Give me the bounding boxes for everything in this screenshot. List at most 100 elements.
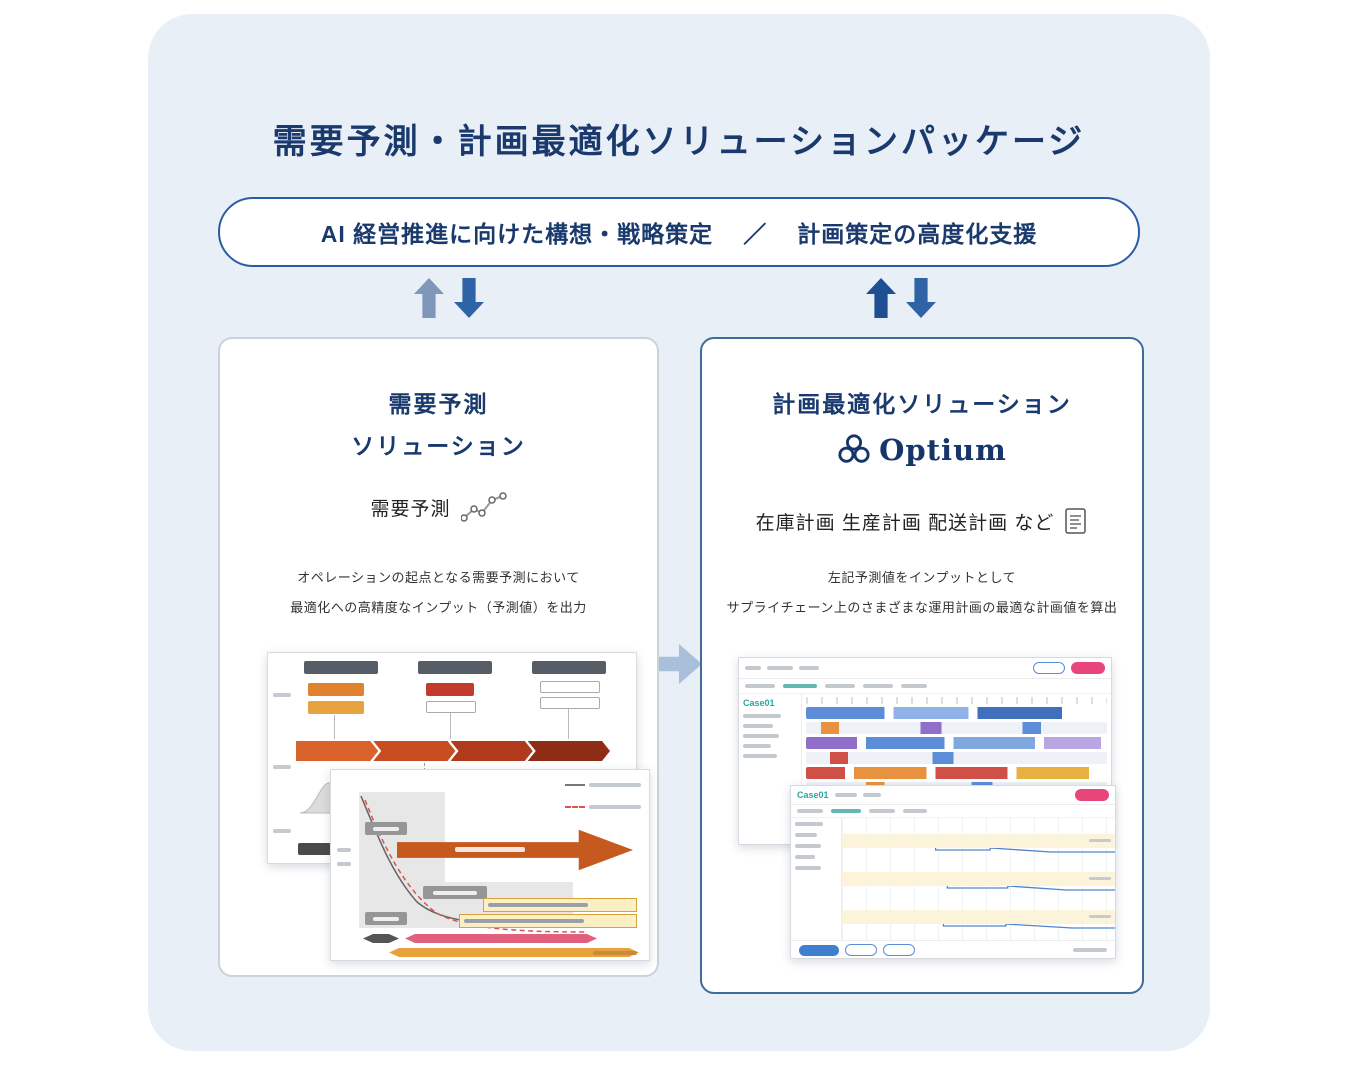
mock-text-bar xyxy=(273,829,291,833)
mock-decline-curves xyxy=(360,795,588,933)
mock-band xyxy=(842,872,1115,886)
mock-optimize-button xyxy=(1075,789,1109,801)
mock-text-bar xyxy=(834,793,857,797)
demand-desc-line1: オペレーションの起点となる需要予測において xyxy=(297,570,580,585)
mock-gantt-row xyxy=(806,752,1107,764)
mock-arrow-segment xyxy=(373,741,455,761)
optimization-desc-line1: 左記予測値をインプットとして xyxy=(827,570,1017,585)
mock-text-bar xyxy=(593,951,637,955)
mock-gantt-row xyxy=(806,707,1107,719)
mock-text-bar xyxy=(767,666,793,670)
banner-text-left: AI 経営推進に向けた構想・戦略策定 xyxy=(320,221,714,247)
page-title: 需要予測・計画最適化ソリューションパッケージ xyxy=(272,123,1086,161)
optimization-desc-line2: サプライチェーン上のさまざまな運用計画の最適な計画値を算出 xyxy=(726,600,1118,615)
updown-arrows-right xyxy=(866,278,936,318)
mock-highlight-bar xyxy=(459,914,637,928)
mock-text-bar xyxy=(373,916,399,921)
mock-text-bar xyxy=(831,809,861,813)
case-label: Case01 xyxy=(797,790,829,800)
mock-text-bar xyxy=(795,822,823,826)
mock-tab-bar xyxy=(739,679,1111,694)
mock-header-chip xyxy=(304,661,378,674)
mock-text-bar xyxy=(863,684,893,688)
optium-logo: Optium xyxy=(702,433,1142,467)
mock-timeline-scale xyxy=(806,697,1107,704)
mock-highlight-bar xyxy=(483,898,637,912)
line-chart-icon xyxy=(460,492,507,522)
left-to-right-arrow-icon xyxy=(654,644,702,684)
mock-process-arrow-band xyxy=(296,741,610,761)
mock-arrow-segment xyxy=(528,741,610,761)
mock-stage-chip xyxy=(423,886,487,899)
mock-arrow-segment xyxy=(451,741,533,761)
mock-connector xyxy=(450,713,451,739)
updown-arrows-left xyxy=(414,278,484,318)
mock-legend-line-dashed xyxy=(565,805,585,808)
planning-linechart-screenshot: Case01 xyxy=(790,785,1116,959)
mock-legend xyxy=(565,776,641,816)
mock-tab-bar xyxy=(791,805,1115,818)
mock-process-box xyxy=(540,697,600,709)
mock-text-bar xyxy=(273,693,291,697)
mock-text-bar xyxy=(743,714,781,718)
mock-text-bar xyxy=(795,844,821,848)
lifecycle-diagram-screenshot xyxy=(330,769,650,961)
mock-text-bar xyxy=(869,809,895,813)
case-label: Case01 xyxy=(743,698,775,708)
optimization-panel: 計画最適化ソリューション Optium 在庫計画 生産計画 配送計画 など 左記… xyxy=(700,337,1144,994)
solution-package-card: 需要予測・計画最適化ソリューションパッケージ AI 経営推進に向けた構想・戦略策… xyxy=(148,14,1210,1051)
arrow-down-icon xyxy=(454,278,484,318)
mock-text-bar xyxy=(589,804,641,809)
mock-toolbar xyxy=(739,658,1111,679)
optimization-panel-title: 計画最適化ソリューション xyxy=(772,391,1072,417)
mock-text-bar xyxy=(589,782,641,787)
mock-double-arrow xyxy=(405,934,597,943)
mock-text-bar xyxy=(799,666,819,670)
arrow-up-icon xyxy=(866,278,896,318)
mock-sidebar xyxy=(791,818,842,940)
optium-logo-text: Optium xyxy=(879,433,1007,467)
demand-panel-title-line2: ソリューション xyxy=(351,433,526,459)
mock-text-bar xyxy=(1073,948,1107,952)
demand-feature-row: 需要予測 xyxy=(220,491,657,523)
mock-text-bar xyxy=(373,826,399,831)
mock-text-bar xyxy=(488,903,588,907)
mock-secondary-button xyxy=(1033,662,1065,674)
mock-text-bar xyxy=(745,666,761,670)
arrow-up-icon xyxy=(414,278,444,318)
optium-logo-icon xyxy=(838,434,870,463)
mock-text-bar xyxy=(337,862,351,866)
demand-desc-line2: 最適化への高精度なインプット（予測値）を出力 xyxy=(290,600,587,615)
mock-footer-bar xyxy=(791,940,1115,959)
mock-toolbar: Case01 xyxy=(791,786,1115,805)
mock-header-chip xyxy=(532,661,606,674)
optimization-feature-row: 在庫計画 生産計画 配送計画 など xyxy=(702,507,1142,535)
demand-forecast-panel: 需要予測 ソリューション 需要予測 オペレーションの起点となる需要予測において … xyxy=(218,337,659,977)
mock-optimize-button xyxy=(1071,662,1105,674)
mock-text-bar xyxy=(745,684,775,688)
mock-text-bar xyxy=(797,809,823,813)
mock-gantt-row xyxy=(806,722,1107,734)
mock-primary-button xyxy=(799,944,839,956)
document-icon xyxy=(1065,508,1087,534)
mock-double-arrow xyxy=(363,934,399,943)
mock-process-box xyxy=(308,683,364,696)
mock-process-box xyxy=(540,681,600,693)
mock-text-bar xyxy=(862,793,881,797)
mock-header-chip xyxy=(418,661,492,674)
mock-text-bar xyxy=(825,684,855,688)
mock-text-bar xyxy=(273,765,291,769)
mock-sidebar: Case01 xyxy=(739,694,802,844)
mock-legend-line-solid xyxy=(565,783,585,786)
mock-connector xyxy=(568,709,569,739)
mock-text-bar xyxy=(464,919,584,923)
mock-text-bar xyxy=(1089,915,1111,918)
mock-text-bar xyxy=(1089,877,1111,880)
mock-text-bar xyxy=(743,744,771,748)
arrow-down-icon xyxy=(906,278,936,318)
strategy-banner: AI 経営推進に向けた構想・戦略策定 ／ 計画策定の高度化支援 xyxy=(218,197,1140,267)
mock-arrow-segment xyxy=(296,741,378,761)
mock-text-bar xyxy=(783,684,817,688)
mock-text-bar xyxy=(1089,839,1111,842)
mock-gantt-row xyxy=(806,767,1107,779)
